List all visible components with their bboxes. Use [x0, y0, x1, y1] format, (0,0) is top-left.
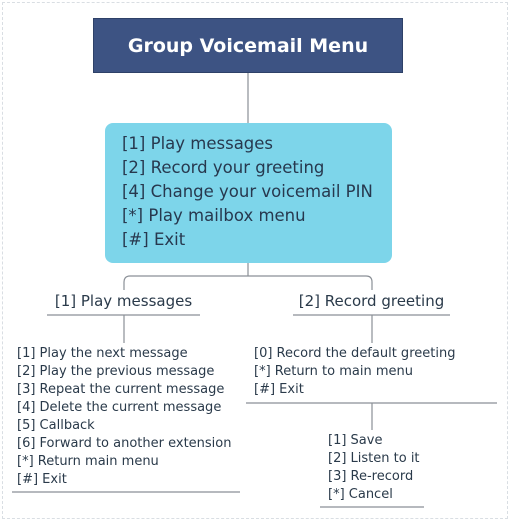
- option-item: [*] Cancel: [328, 487, 393, 502]
- play-messages-heading: [1] Play messages: [54, 292, 193, 310]
- option-item: [4] Delete the current message: [17, 400, 222, 415]
- fork-line: [123, 275, 373, 290]
- diagram-title: Group Voicemail Menu: [127, 34, 369, 57]
- title-box: Group Voicemail Menu: [93, 18, 403, 73]
- option-item: [*] Return main menu: [17, 454, 159, 469]
- option-item: [1] Play the next message: [17, 346, 188, 361]
- option-item: [#] Exit: [254, 382, 304, 397]
- main-menu-box: [1] Play messages [2] Record your greeti…: [105, 123, 392, 263]
- main-menu-item: [2] Record your greeting: [122, 158, 325, 177]
- option-item: [#] Exit: [17, 472, 67, 487]
- option-item: [5] Callback: [17, 418, 95, 433]
- option-item: [3] Re-record: [328, 469, 414, 484]
- record-greeting-heading: [2] Record greeting: [298, 292, 445, 310]
- diagram-frame: [2, 2, 508, 519]
- option-item: [6] Forward to another extension: [17, 436, 232, 451]
- play-messages-options: [1] Play the next message [2] Play the p…: [17, 345, 232, 489]
- main-menu-item: [4] Change your voicemail PIN: [122, 182, 373, 201]
- record-sub-options: [1] Save [2] Listen to it [3] Re-record …: [328, 432, 420, 504]
- option-item: [0] Record the default greeting: [254, 346, 456, 361]
- main-menu-item: [1] Play messages: [122, 134, 274, 153]
- main-menu-item: [*] Play mailbox menu: [122, 206, 306, 225]
- option-item: [1] Save: [328, 433, 383, 448]
- option-item: [2] Listen to it: [328, 451, 420, 466]
- main-menu-item: [#] Exit: [122, 230, 186, 249]
- option-item: [2] Play the previous message: [17, 364, 215, 379]
- record-greeting-options: [0] Record the default greeting [*] Retu…: [254, 345, 455, 399]
- option-item: [3] Repeat the current message: [17, 382, 225, 397]
- option-item: [*] Return to main menu: [254, 364, 413, 379]
